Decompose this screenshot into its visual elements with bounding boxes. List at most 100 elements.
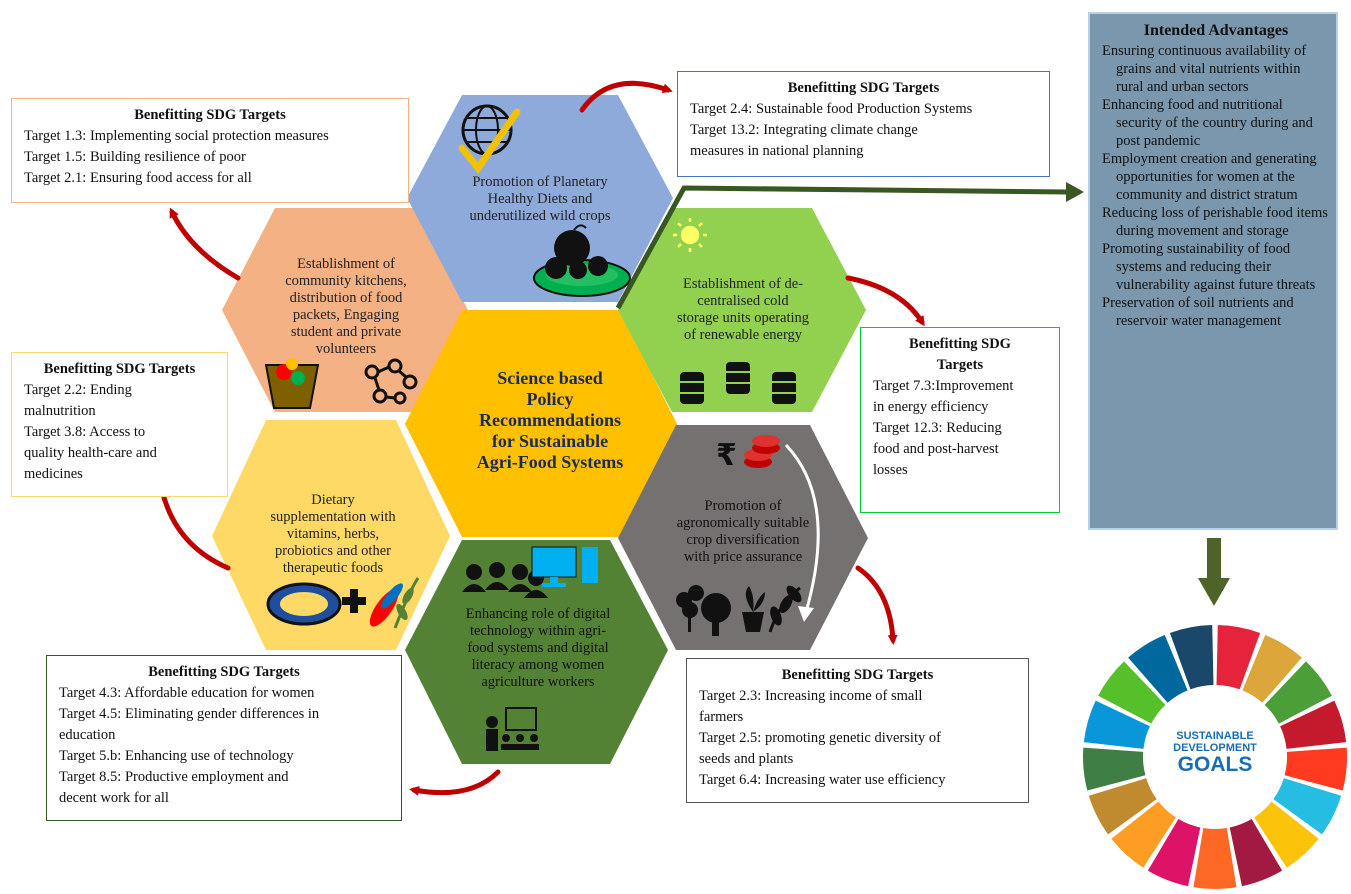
text-line: distribution of food	[289, 290, 403, 306]
target-line: farmers	[699, 709, 744, 725]
target-line: Target 6.4: Increasing water use efficie…	[699, 772, 946, 788]
text-line: literacy among women	[471, 657, 605, 673]
target-line: Target 3.8: Access to	[24, 424, 146, 440]
text-line: storage units operating	[676, 310, 810, 326]
sdg-goal-segment	[1128, 634, 1188, 703]
text-line: for Sustainable	[491, 431, 609, 451]
text-line: Science based	[497, 368, 603, 388]
text-line: student and private	[290, 324, 402, 340]
sdg-goal-segment	[1193, 828, 1237, 890]
target-line: education	[59, 727, 116, 743]
text-line: Enhancing role of digital	[465, 606, 611, 622]
text-line: agriculture workers	[481, 674, 595, 690]
text-line: vitamins, herbs,	[286, 526, 380, 542]
sdg-goal-segment	[1147, 818, 1201, 887]
text-line: therapeutic foods	[282, 560, 384, 576]
computer-icon	[531, 546, 598, 587]
text-line: Healthy Diets and	[487, 191, 593, 207]
target-line: decent work for all	[59, 790, 169, 806]
sdg-goal-segment	[1088, 778, 1157, 835]
target-line: malnutrition	[24, 403, 96, 419]
sdg-logo-line: DEVELOPMENT	[1173, 742, 1257, 754]
globe-check-icon	[458, 104, 521, 174]
text-line: with price assurance	[683, 549, 803, 565]
target-line: Target 2.5: promoting genetic diversity …	[699, 730, 941, 746]
green-arrows	[615, 182, 1230, 606]
sdg-goal-segment	[1264, 661, 1332, 724]
hex-planetary	[407, 95, 673, 302]
sdg-box-top-left: Benefitting SDG Targets Target 1.3: Impl…	[11, 98, 409, 203]
text-line: community kitchens,	[285, 273, 407, 289]
teacher-class-icon	[486, 707, 539, 751]
text-line: supplementation with	[270, 509, 396, 525]
text-line: underutilized wild crops	[469, 208, 611, 224]
advantage-item: Employment creation and generating oppor…	[1102, 151, 1317, 203]
network-people-icon	[364, 358, 418, 405]
sdg-logo-text: SUSTAINABLE DEVELOPMENT GOALS	[1160, 730, 1270, 776]
cycle-arrow	[784, 443, 820, 613]
sdg-logo-line: GOALS	[1177, 753, 1253, 776]
target-line: measures in national planning	[690, 143, 864, 159]
target-line: Target 1.5: Building resilience of poor	[24, 149, 246, 165]
sdg-goal-segment	[1254, 801, 1319, 868]
storage-units-icon	[680, 362, 796, 404]
box-title: Benefitting SDG Targets	[148, 664, 300, 680]
target-line: Target 5.b: Enhancing use of technology	[59, 748, 294, 764]
text-line: Policy	[526, 389, 574, 409]
box-title: Benefitting SDG	[909, 336, 1011, 352]
advantage-item: Preservation of soil nutrients and reser…	[1102, 295, 1294, 329]
target-line: losses	[873, 462, 908, 478]
target-line: seeds and plants	[699, 751, 794, 767]
text-line: Agri-Food Systems	[476, 452, 624, 472]
advantage-item: Enhancing food and nutritional security …	[1102, 97, 1313, 149]
hex-text-kitchens: Establishment of community kitchens, dis…	[262, 256, 430, 358]
hex-digital	[405, 540, 668, 764]
target-line: in energy efficiency	[873, 399, 989, 415]
text-line: probiotics and other	[275, 543, 391, 559]
sdg-wheel-center	[1145, 687, 1285, 827]
target-line: Target 2.1: Ensuring food access for all	[24, 170, 252, 186]
sdg-goal-segment	[1280, 700, 1347, 749]
advantage-item: Reducing loss of perishable food items d…	[1102, 205, 1328, 239]
sdg-box-mid-right: Benefitting SDG Targets Target 7.3:Impro…	[860, 327, 1060, 513]
text-line: Promotion of	[704, 498, 782, 514]
center-title: Science based Policy Recommendations for…	[462, 368, 638, 473]
text-line: Establishment of de-	[682, 276, 803, 292]
sdg-box-top-right: Benefitting SDG Targets Target 2.4: Sust…	[677, 71, 1050, 177]
sdg-goal-segment	[1216, 625, 1261, 690]
red-arrows	[158, 80, 925, 796]
hex-kitchens	[222, 208, 468, 412]
box-title: Benefitting SDG Targets	[781, 667, 934, 683]
sdg-box-mid-left: Benefitting SDG Targets Target 2.2: Endi…	[11, 352, 228, 497]
text-line: centralised cold	[697, 293, 789, 309]
target-line: food and post-harvest	[873, 441, 999, 457]
text-line: food systems and digital	[467, 640, 609, 656]
food-basket-icon	[264, 358, 320, 409]
fruit-plate-icon	[533, 224, 631, 297]
sdg-box-bottom-left: Benefitting SDG Targets Target 4.3: Affo…	[46, 655, 402, 821]
sdg-box-bottom-right: Benefitting SDG Targets Target 2.3: Incr…	[686, 658, 1029, 803]
target-line: Target 13.2: Integrating climate change	[690, 122, 918, 138]
rupee-coins-icon: ₹	[716, 435, 780, 473]
target-line: Target 7.3:Improvement	[873, 378, 1014, 394]
target-line: Target 1.3: Implementing social protecti…	[24, 128, 329, 144]
box-title: Benefitting SDG Targets	[43, 361, 196, 377]
sdg-goal-segment	[1169, 625, 1214, 690]
hex-text-digital: Enhancing role of digital technology wit…	[438, 606, 638, 691]
text-line: crop diversification	[686, 532, 800, 548]
sdg-logo-line: SUSTAINABLE	[1176, 730, 1254, 742]
sdg-goal-segment	[1273, 778, 1342, 835]
text-line: packets, Engaging	[292, 307, 400, 323]
sdg-goal-segment	[1111, 801, 1176, 868]
text-line: Promotion of Planetary	[472, 174, 608, 190]
sun-icon	[673, 218, 707, 252]
intended-advantages-panel: Intended Advantages Ensuring continuous …	[1088, 12, 1338, 530]
hex-text-dietary: Dietary supplementation with vitamins, h…	[250, 492, 416, 577]
hex-cold-storage	[618, 208, 866, 412]
hex-text-planetary: Promotion of Planetary Healthy Diets and…	[440, 174, 640, 225]
target-line: Target 4.3: Affordable education for wom…	[59, 685, 315, 701]
box-title: Benefitting SDG Targets	[134, 107, 286, 123]
box-title: Benefitting SDG Targets	[787, 80, 940, 96]
target-line: medicines	[24, 466, 83, 482]
